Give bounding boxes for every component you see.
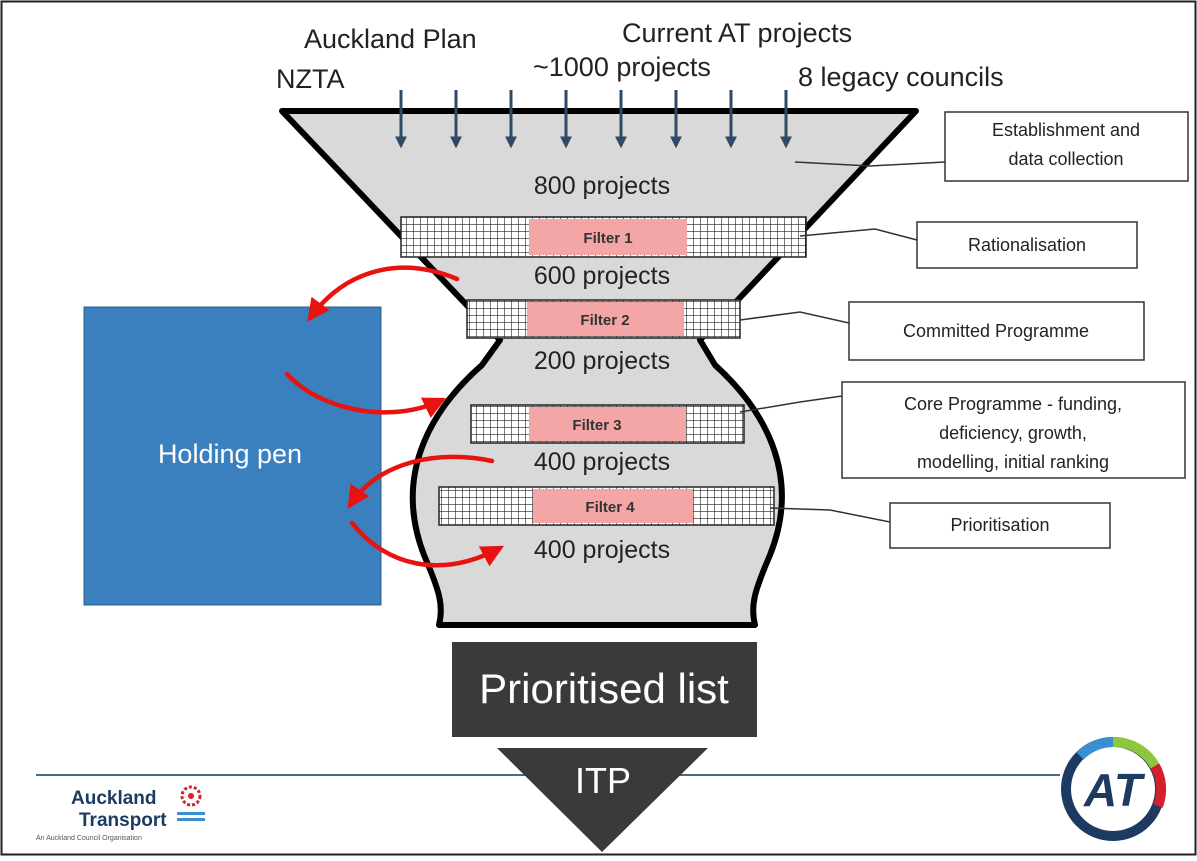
callout-establishment-line2: data collection <box>1008 149 1123 169</box>
itp-triangle <box>497 748 708 852</box>
filter-3-label: Filter 3 <box>572 417 621 434</box>
stage-800: 800 projects <box>534 172 670 200</box>
arrow-to-holding-pen-2 <box>347 454 495 509</box>
logo-tagline: An Auckland Council Organisation <box>36 835 142 842</box>
callout-establishment-line1: Establishment and <box>992 120 1140 140</box>
callout-core-line1: Core Programme - funding, <box>904 394 1122 414</box>
auckland-transport-logo: Auckland Transport An Auckland Council O… <box>36 785 205 842</box>
filter-1: Filter 1 <box>400 216 807 258</box>
callout-lines <box>739 161 946 523</box>
source-arrows <box>395 90 792 149</box>
stage-200: 200 projects <box>534 347 670 375</box>
prioritised-list-box <box>452 642 757 737</box>
logo-auckland: Auckland <box>71 788 157 809</box>
callout-committed: Committed Programme <box>848 301 1145 361</box>
prioritised-list-label: Prioritised list <box>479 665 729 712</box>
filter-2: Filter 2 <box>466 299 741 339</box>
source-current-at: Current AT projects <box>622 18 852 48</box>
callout-line-committed <box>739 311 850 324</box>
callout-line-rationalisation <box>799 228 918 241</box>
callout-line-core <box>739 395 843 413</box>
at-logo: AT <box>1061 737 1167 841</box>
callout-line-prioritisation <box>769 507 891 523</box>
callout-line-establishment <box>794 161 946 167</box>
filter-4: Filter 4 <box>438 486 775 526</box>
callout-rationalisation-line1: Rationalisation <box>968 235 1086 255</box>
source-legacy-councils: 8 legacy councils <box>798 62 1004 92</box>
callout-establishment: Establishment and data collection <box>944 111 1189 182</box>
source-auckland-plan: Auckland Plan <box>304 24 477 54</box>
holding-pen-label: Holding pen <box>158 439 302 469</box>
at-logo-text: AT <box>1083 764 1146 816</box>
filter-2-label: Filter 2 <box>580 312 629 329</box>
stage-600: 600 projects <box>534 262 670 290</box>
stage-400b: 400 projects <box>534 536 670 564</box>
callout-committed-line1: Committed Programme <box>903 321 1089 341</box>
logo-transport: Transport <box>79 810 167 831</box>
flow-arrows <box>284 265 504 568</box>
arrow-from-holding-pen-2 <box>349 520 504 568</box>
callout-prioritisation: Prioritisation <box>889 502 1111 549</box>
holding-pen-box <box>83 306 382 606</box>
filter-1-label: Filter 1 <box>583 230 632 247</box>
itp-label: ITP <box>575 760 631 801</box>
callout-core-line2: deficiency, growth, <box>939 423 1087 443</box>
filter-4-label: Filter 4 <box>585 499 635 516</box>
stage-400a: 400 projects <box>534 448 670 476</box>
source-1000-projects: ~1000 projects <box>533 52 711 82</box>
arrow-to-holding-pen-1 <box>307 265 460 322</box>
callout-prioritisation-line1: Prioritisation <box>950 515 1049 535</box>
filter-3: Filter 3 <box>470 404 745 444</box>
arrow-from-holding-pen-1 <box>284 371 447 418</box>
pohutukawa-icon <box>177 785 205 821</box>
source-nzta: NZTA <box>276 64 345 94</box>
callout-rationalisation: Rationalisation <box>916 221 1138 269</box>
callout-core-line3: modelling, initial ranking <box>917 452 1109 472</box>
callout-core: Core Programme - funding, deficiency, gr… <box>841 381 1186 479</box>
